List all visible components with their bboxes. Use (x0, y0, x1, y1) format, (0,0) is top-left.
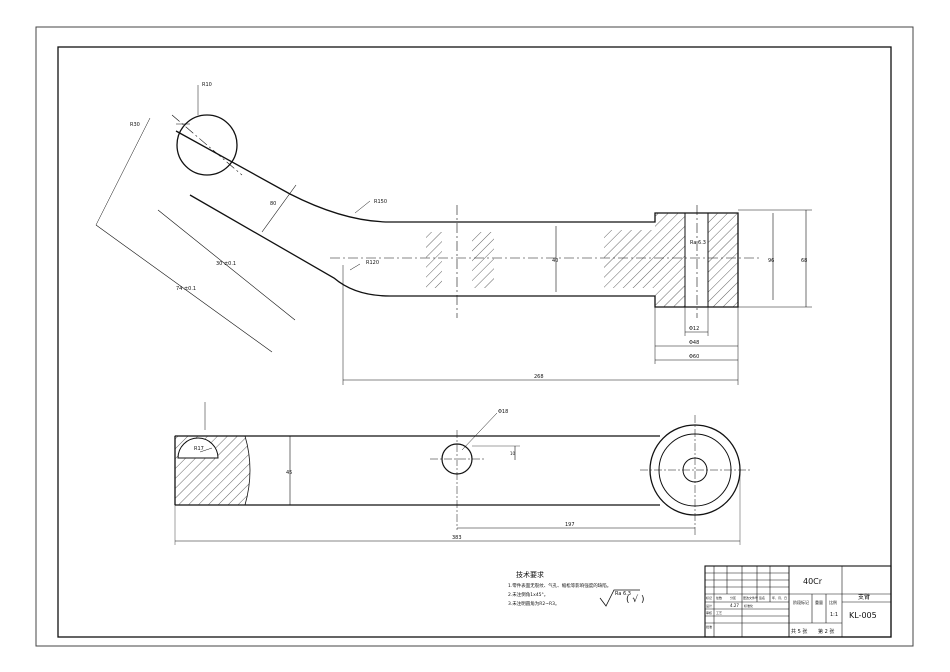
dim-68: 68 (801, 258, 807, 264)
dim-r17: R17 (194, 446, 204, 452)
dim-d60: Φ60 (689, 354, 699, 360)
tb-design-date: 4.27 (730, 603, 739, 608)
dim-r10: R10 (202, 82, 212, 88)
tb-change-doc: 更改文件号 (743, 595, 758, 600)
dim-30: 30 ±0.1 (216, 261, 236, 267)
tb-sign: 签名 (759, 595, 765, 600)
tb-date-label: 年、月、日 (772, 595, 787, 600)
roughness-value: Ra 6.3 (615, 591, 631, 597)
tb-reviewer: 审核 (706, 610, 712, 615)
tb-material: 40Cr (803, 577, 823, 586)
dim-383: 383 (452, 535, 462, 541)
top-view (95, 85, 812, 385)
dim-r30: R30 (130, 122, 140, 128)
dim-d18: Φ18 (498, 409, 508, 415)
tb-process: 工艺 (716, 610, 722, 615)
tb-designer: 设计 (706, 603, 712, 608)
tb-approve: 批准 (706, 624, 712, 629)
tech-req-title: 技术要求 (516, 570, 544, 579)
tb-scale: 1:1 (830, 612, 838, 618)
dim-268: 268 (534, 374, 544, 380)
tech-req-line3: 3.未注明圆角为R2~R3。 (508, 600, 560, 607)
roughness-check: ( √ ) (626, 594, 644, 605)
tb-count: 处数 (716, 595, 722, 600)
dim-d12: Φ12 (689, 326, 699, 332)
dim-r120: R120 (366, 260, 379, 266)
tb-part-name: 支臂 (858, 593, 870, 601)
tb-standardized: 标准化 (744, 603, 753, 608)
tb-zone: 分区 (730, 595, 736, 600)
dim-40: 40 (552, 258, 558, 264)
inner-frame (57, 46, 892, 638)
tb-drawing-no: KL-005 (849, 611, 877, 620)
dim-r150: R150 (374, 199, 387, 205)
dim-96: 96 (768, 258, 774, 264)
front-view (174, 402, 752, 545)
roughness-symbol (599, 589, 640, 607)
tb-sheets: 共 5 张 (791, 628, 807, 635)
tb-stage-label: 阶段标记 (793, 599, 809, 605)
tb-scale-label: 比例 (829, 599, 837, 605)
section-hatch-mid-right (472, 232, 494, 288)
dim-80: 80 (270, 201, 276, 207)
dim-197: 197 (565, 522, 575, 528)
dim-10: 10 (510, 451, 516, 456)
dim-d48: Φ48 (689, 340, 699, 346)
tb-mark: 标记 (706, 595, 712, 600)
tb-sheet: 第 2 张 (818, 628, 834, 635)
outer-border (35, 26, 914, 647)
tech-req-line2: 2.未注倒角1x45°。 (508, 591, 548, 598)
dim-74: 74 ±0.1 (176, 286, 196, 292)
tb-weight-label: 重量 (815, 599, 823, 605)
section-hatch-boss (604, 213, 685, 307)
dim-45: 45 (286, 470, 292, 476)
end-boss-circle (176, 114, 238, 176)
dim-ra: Ra 6.3 (690, 240, 706, 246)
section-hatch-mid-left (426, 232, 442, 288)
title-block (704, 565, 892, 638)
tech-req-line1: 1.零件表面无裂纹、气孔、缩松等影响强度的缺陷。 (508, 582, 611, 589)
